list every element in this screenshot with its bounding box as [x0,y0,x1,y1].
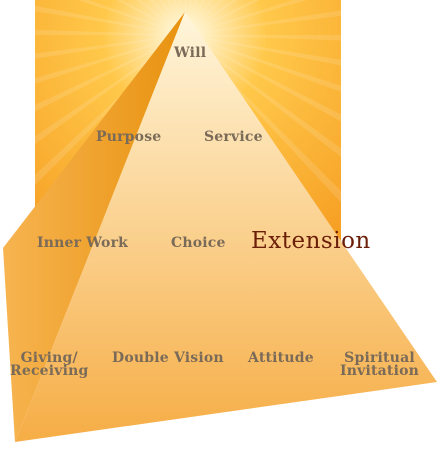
label-spiritual-line2: Invitation [340,363,420,379]
sunburst-ray [35,5,185,35]
sunburst-ray [185,35,341,92]
sunburst-ray [185,0,308,35]
sunburst-ray [185,35,341,41]
label-giving-receiving: Giving/ Receiving [10,350,89,379]
sunburst-ray [185,10,341,35]
sunburst-ray [173,0,185,35]
label-will: Will [174,45,207,61]
sunburst-ray [77,0,185,35]
sunburst-ray [35,35,185,59]
sunburst-ray [185,0,237,35]
sunburst-ray [35,29,185,35]
label-spiritual-invitation: Spiritual Invitation [340,350,420,379]
label-choice: Choice [171,235,226,251]
label-giving-line2: Receiving [10,363,89,379]
pyramid-front-face [15,12,437,442]
sunburst-ray [185,35,341,122]
sunburst-ray [35,35,185,84]
sunburst-ray [159,0,185,35]
label-service: Service [204,129,263,145]
sunburst-ray [185,35,341,66]
sunburst-ray [167,0,185,35]
sunburst-ray [35,35,185,112]
sunburst-ray [185,0,261,35]
label-extension: Extension [251,228,371,254]
label-purpose: Purpose [96,129,162,145]
sunburst-ray [185,0,213,35]
sunburst-ray [185,35,341,157]
label-inner-work: Inner Work [37,235,129,251]
sunburst-ray [136,0,185,35]
label-double-vision: Double Vision [112,350,224,366]
pyramid-side-face [3,12,185,442]
label-giving-line1: Giving/ [20,350,78,366]
label-attitude: Attitude [248,350,314,366]
label-spiritual-line1: Spiritual [344,350,415,366]
sunburst-ray [116,0,185,35]
